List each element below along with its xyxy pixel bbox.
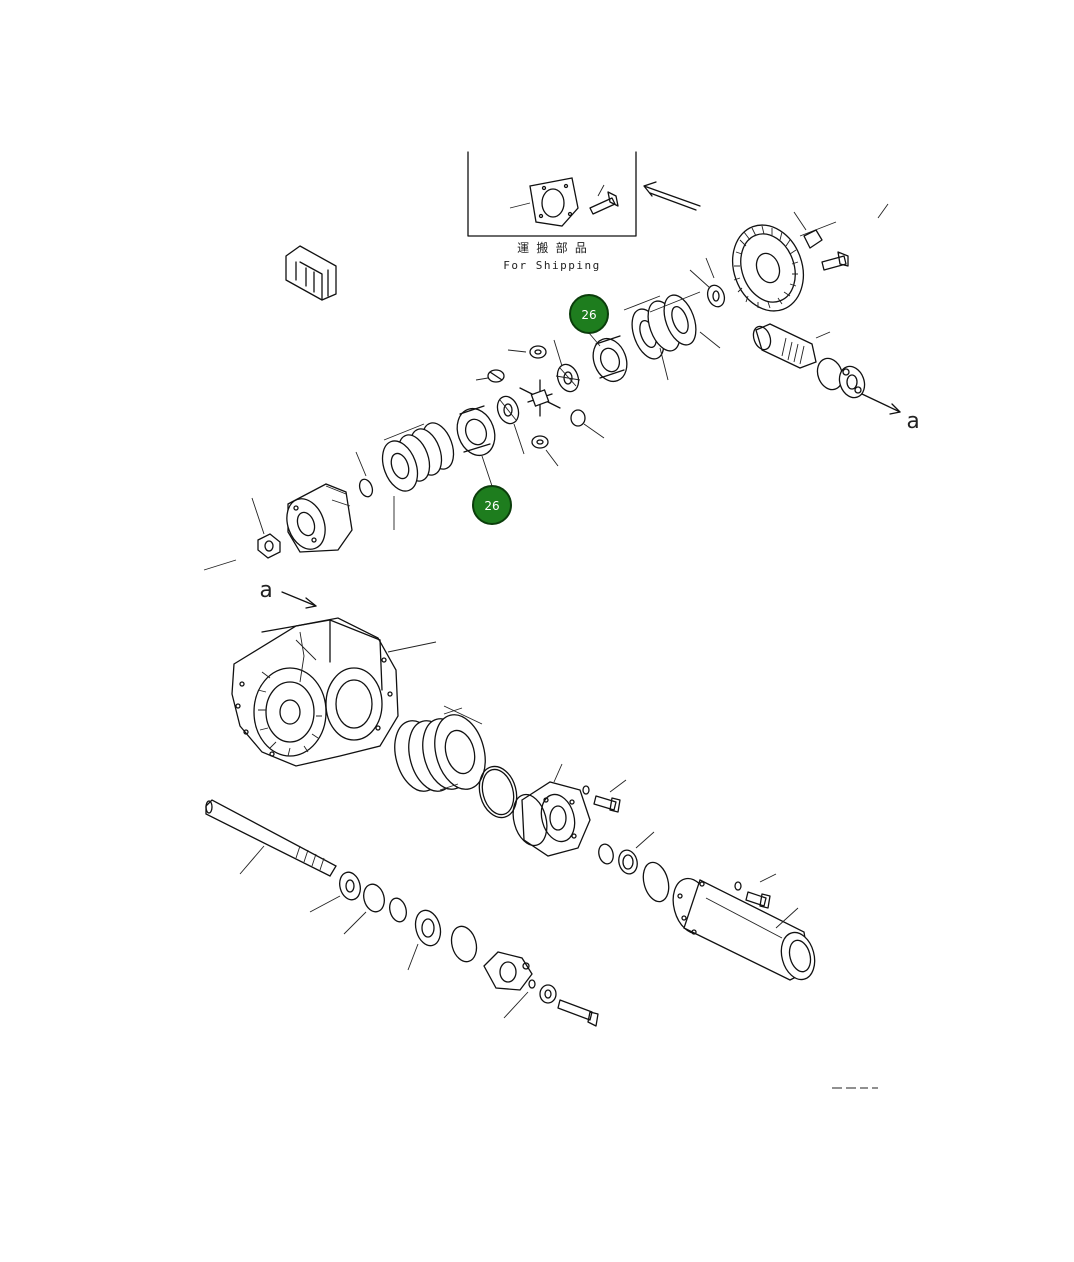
- pinion-gear: [475, 345, 605, 467]
- brake-housing: [512, 763, 591, 857]
- end-bolt: [503, 979, 599, 1027]
- shaft-bearing: [309, 871, 361, 913]
- lock-washer: [358, 478, 374, 498]
- ring-gear-bolt: [793, 203, 889, 271]
- ring-gear: [732, 221, 837, 312]
- callout-marker-upper[interactable]: 26: [569, 294, 609, 334]
- shipping-caption-cn: 運 搬 部 品: [517, 240, 587, 255]
- callout-label-lower: 26: [484, 499, 499, 513]
- clutch-disc-pack-upper: [623, 291, 721, 381]
- pinion-bearing: [816, 357, 866, 399]
- connector-label-upper: a: [906, 409, 919, 434]
- callout-marker-lower[interactable]: 26: [472, 485, 512, 525]
- callout-label-upper: 26: [581, 308, 596, 322]
- axle-housing: [231, 617, 437, 767]
- o-ring-large: [478, 765, 518, 819]
- coupling-yoke: [483, 951, 533, 991]
- axle-tube: [672, 877, 816, 981]
- shipping-caption-en: For Shipping: [503, 259, 600, 272]
- connector-arrow-upper: a: [861, 393, 920, 434]
- tube-bolt: [734, 873, 777, 909]
- thrust-washer: [689, 257, 726, 308]
- seal-ring: [598, 831, 655, 875]
- lock-nut: [203, 497, 281, 571]
- side-gear-lower: [496, 395, 525, 455]
- brake-disc-pack: [394, 705, 486, 792]
- shipping-direction-arrow: [643, 181, 701, 211]
- spider: [519, 379, 561, 417]
- package-icon: [285, 245, 337, 301]
- shipping-inset: 運 搬 部 品 For Shipping: [467, 151, 637, 272]
- housing-bolt: [582, 779, 627, 813]
- connector-arrow-lower: a: [259, 578, 317, 609]
- side-gear: [553, 339, 581, 393]
- thrust-plate: [407, 909, 478, 971]
- differential-case-half-upper: [592, 335, 628, 383]
- pinion-shaft: [752, 323, 831, 369]
- axle-shaft: [205, 799, 337, 877]
- snap-ring: [343, 883, 407, 935]
- connector-label-lower: a: [259, 578, 272, 603]
- differential-carrier: [286, 483, 353, 553]
- o-ring-small: [642, 861, 670, 903]
- clutch-disc-pack-lower: [355, 422, 455, 530]
- differential-case-half-lower: [456, 405, 496, 457]
